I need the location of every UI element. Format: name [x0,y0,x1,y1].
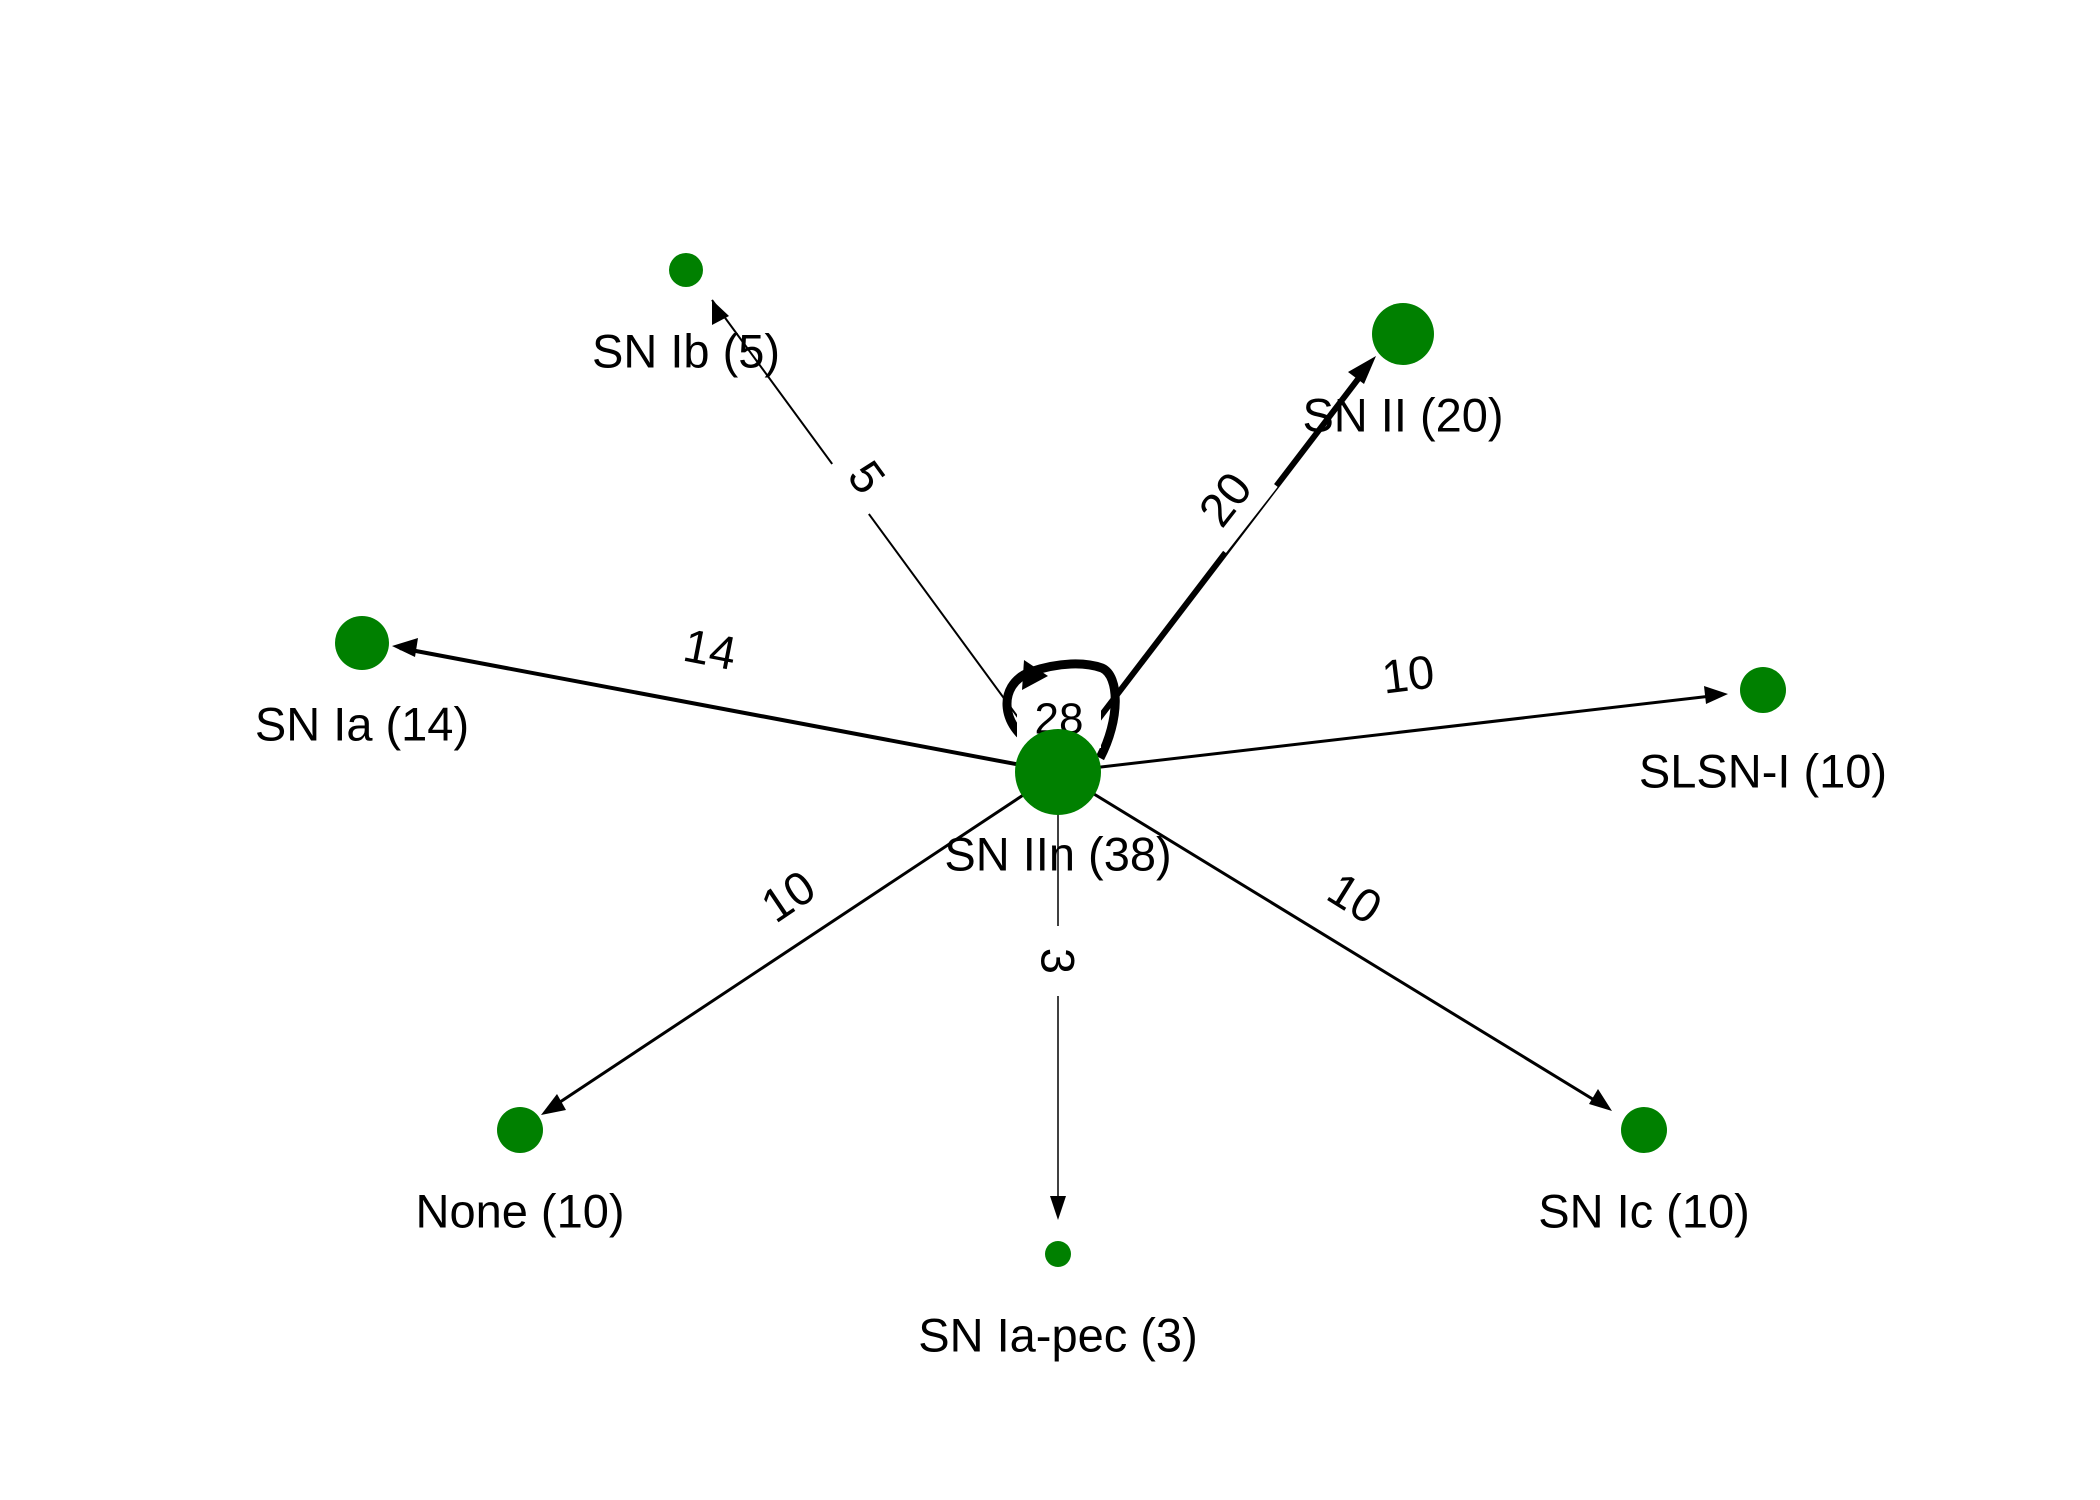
self-loop-edge [1002,659,1120,761]
edge-label-bg [1172,444,1278,554]
node-none [497,1107,543,1153]
edge-line [1057,770,1605,1108]
edge-line [399,646,1059,774]
node-sn-iin [1015,729,1101,815]
arrowhead [1050,1196,1066,1220]
node-slsn-i [1740,667,1786,713]
node-label-slsn-i: SLSN-I (10) [1639,745,1887,798]
edge-label-bg [821,431,913,523]
nodes [335,253,1786,1267]
node-labels: SN IIn (38) SN Ib (5) SN II (20) SN Ia (… [255,325,1887,1362]
edge-weight-label: 14 [679,618,740,680]
edge-line [547,770,1059,1112]
node-label-sn-ia: SN Ia (14) [255,698,469,751]
node-sn-ia [335,616,389,670]
node-sn-ia-pec [1045,1241,1071,1267]
node-sn-ic [1621,1107,1667,1153]
node-label-sn-ia-pec: SN Ia-pec (3) [918,1309,1197,1362]
arrowhead [1022,660,1048,690]
edge-line [711,299,1059,773]
edge-line [1057,693,1721,774]
edge-sn-iin-to-sn-ib: 5 [711,299,1059,773]
edges: 5 20 14 10 10 3 [392,299,1728,1220]
arrowhead [1348,356,1376,384]
edge-weight-label: 10 [1379,645,1437,704]
arrowhead [1589,1089,1612,1111]
arrowhead [392,638,418,657]
node-label-sn-ic: SN Ic (10) [1538,1185,1750,1238]
node-sn-ii [1372,303,1434,365]
edge-sn-iin-to-sn-ia: 14 [392,609,1059,774]
node-sn-ib [669,253,703,287]
arrowhead [1704,686,1728,704]
arrowhead [712,300,729,325]
edge-sn-iin-to-sn-ii: 20 [1055,356,1376,774]
edge-sn-iin-to-slsn-i: 10 [1057,645,1728,774]
arrowhead [541,1094,566,1115]
edge-line [1055,364,1371,774]
edge-weight-label: 3 [1032,948,1085,974]
node-label-sn-ii: SN II (20) [1302,389,1503,442]
node-label-sn-iin: SN IIn (38) [944,828,1171,881]
edge-label-bg [666,609,754,689]
node-label-sn-ib: SN Ib (5) [592,325,780,378]
edge-label-bg [1024,926,1092,996]
node-label-none: None (10) [416,1185,625,1238]
edge-sn-iin-to-sn-ia-pec: 3 [1024,772,1092,1220]
